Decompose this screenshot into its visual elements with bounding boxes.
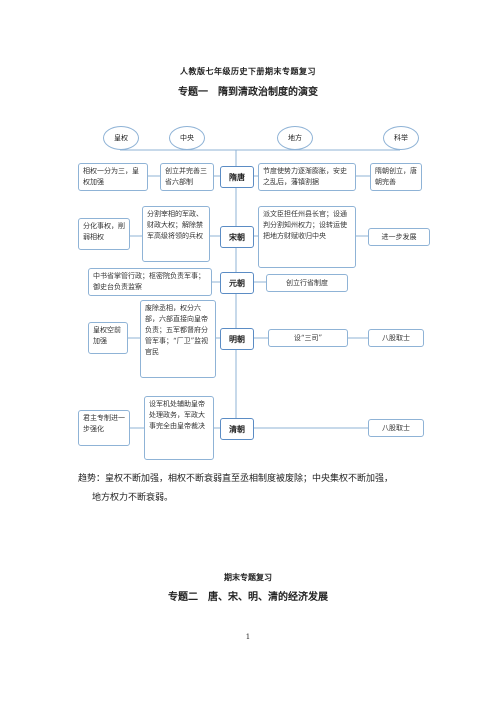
box-song-zhongyang: 分割宰相的军政、财政大权；解除禁军高级将领的兵权 xyxy=(142,206,210,262)
topic1-title: 专题一 隋到清政治制度的演变 xyxy=(178,87,318,98)
category-keju: 科举 xyxy=(383,126,419,150)
category-difang: 地方 xyxy=(277,126,313,150)
category-zhongyang: 中央 xyxy=(169,126,205,150)
summary-text: 趋势：皇权不断加强，相权不断衰弱直至丞相制度被废除；中央集权不断加强， 地方权力… xyxy=(78,470,438,508)
box-song-keju: 进一步发展 xyxy=(368,228,430,246)
box-yuan-difang: 创立行省制度 xyxy=(266,274,348,292)
era-song: 宋朝 xyxy=(220,226,254,248)
era-qing: 清朝 xyxy=(220,418,254,440)
box-suitang-keju: 隋朝创立，唐朝完善 xyxy=(370,163,422,191)
box-yuan-zhongyang: 中书省掌管行政；枢密院负责军事；御史台负责监察 xyxy=(88,268,212,296)
era-yuan: 元朝 xyxy=(220,272,254,294)
box-qing-keju: 八股取士 xyxy=(368,419,424,437)
box-song-difang: 派文臣担任州县长官；设通判分割知州权力；设转运使把地方财赋收归中央 xyxy=(258,206,356,268)
category-huangquan: 皇权 xyxy=(103,126,139,150)
topic2-title: 专题二 唐、宋、明、清的经济发展 xyxy=(168,592,328,603)
box-suitang-huangquan: 相权一分为三，皇权加强 xyxy=(78,163,148,191)
box-suitang-difang: 节度使势力逐渐膨胀，安史之乱后，藩镇割据 xyxy=(258,163,356,191)
box-ming-huangquan: 皇权空前加强 xyxy=(88,322,128,354)
page-number: 1 xyxy=(245,633,251,641)
era-sui-tang: 隋唐 xyxy=(220,166,254,188)
box-ming-difang: 设“三司” xyxy=(268,329,348,347)
document-header: 人教版七年级历史下册期末专题复习 xyxy=(180,66,316,76)
box-ming-zhongyang: 废除丞相，权分六部，六部直接向皇帝负责；五军都督府分管军事；“厂卫”监视官民 xyxy=(140,300,216,378)
review-header: 期末专题复习 xyxy=(224,572,272,582)
box-ming-keju: 八股取士 xyxy=(368,329,424,347)
summary-line-1: 趋势：皇权不断加强，相权不断衰弱直至丞相制度被废除；中央集权不断加强， xyxy=(78,474,394,484)
summary-line-2: 地方权力不断衰弱。 xyxy=(92,493,174,503)
box-song-huangquan: 分化事权，削弱相权 xyxy=(78,218,130,250)
box-qing-zhongyang: 设军机处辅助皇帝处理政务，军政大事完全由皇帝裁决 xyxy=(144,396,214,460)
box-qing-huangquan: 君主专制进一步强化 xyxy=(78,410,130,446)
era-ming: 明朝 xyxy=(220,328,254,350)
box-suitang-zhongyang: 创立并完善三省六部制 xyxy=(160,163,214,191)
